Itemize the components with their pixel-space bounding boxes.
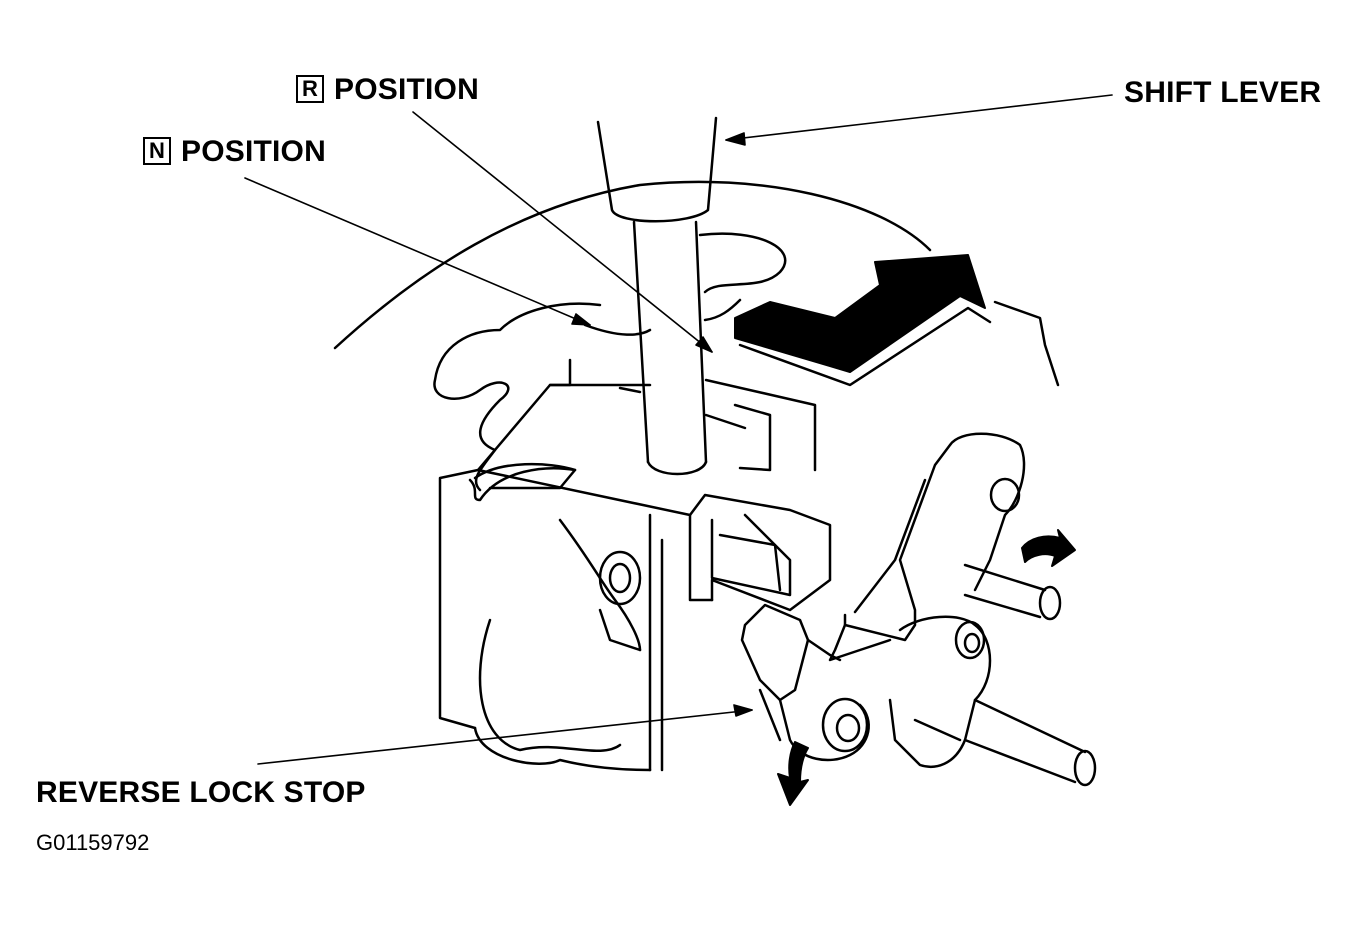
- r-position-label: R POSITION: [296, 73, 479, 107]
- leader-lines: [244, 94, 1113, 765]
- reverse-lock-stop-part: [740, 603, 870, 762]
- r-position-text: POSITION: [334, 73, 479, 106]
- shift-lever-label: SHIFT LEVER: [1124, 76, 1322, 109]
- shift-direction-arrow-shadow: [738, 306, 992, 387]
- reverse-lock-stop-label: REVERSE LOCK STOP: [36, 776, 366, 809]
- gate-housing: [438, 358, 832, 772]
- figure-id: G01159792: [36, 830, 150, 855]
- n-position-box: N: [143, 137, 171, 165]
- console-opening-arc-right: [993, 300, 1060, 387]
- n-position-text: POSITION: [181, 135, 326, 168]
- r-position-box: R: [296, 75, 324, 103]
- select-lever: [828, 432, 1097, 787]
- n-position-label: N POSITION: [143, 135, 326, 169]
- lower-housing: [473, 518, 652, 772]
- side-arrow: [1021, 529, 1076, 567]
- shift-lever-shaft: [596, 116, 718, 476]
- shift-direction-arrow: [734, 254, 986, 373]
- shift-gate-outline: [433, 232, 787, 492]
- down-arrow: [777, 741, 809, 806]
- console-opening-arc: [333, 180, 932, 350]
